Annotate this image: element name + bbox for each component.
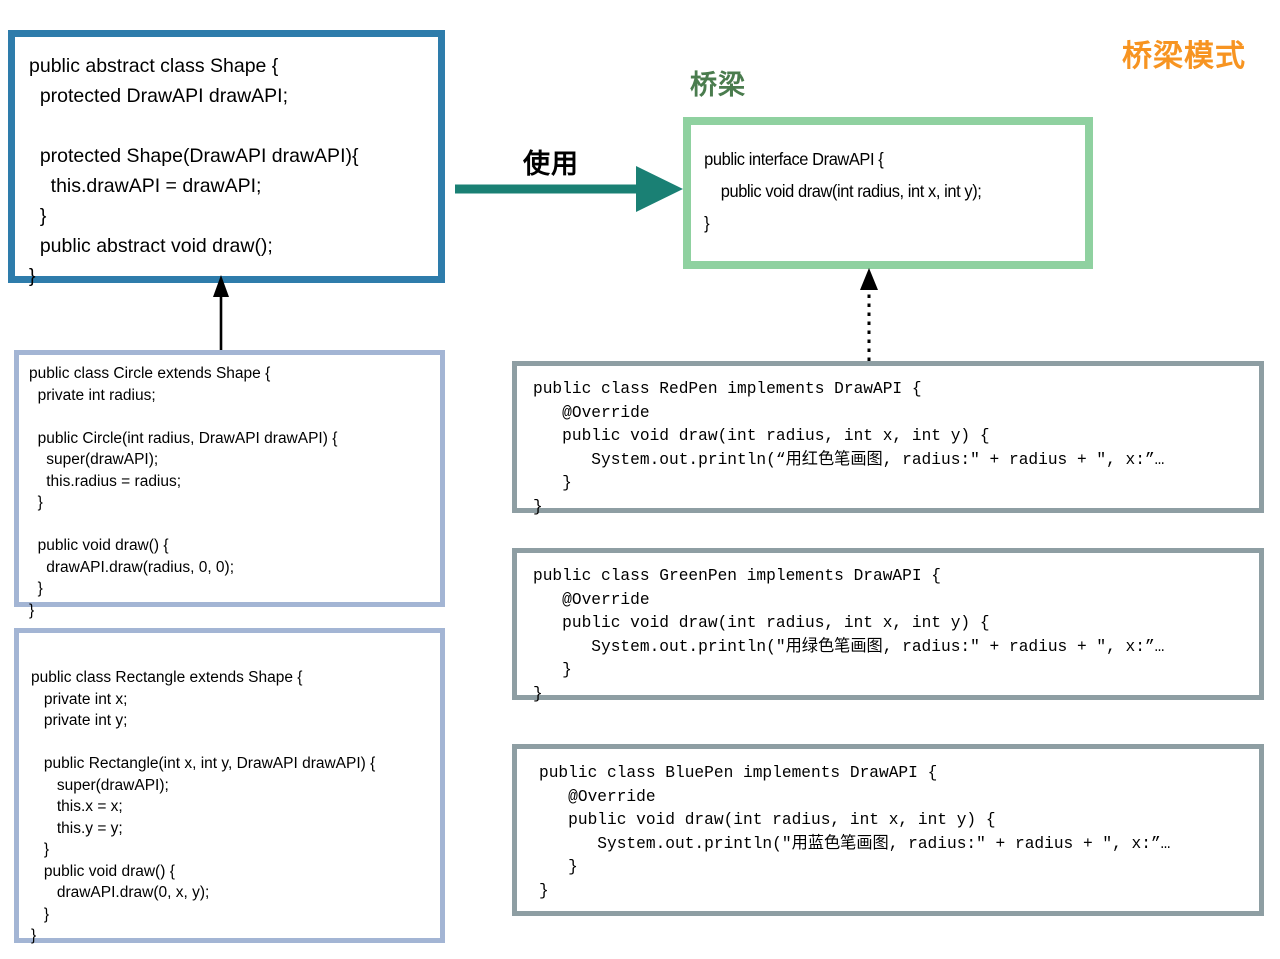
rectangle-class-code: public class Rectangle extends Shape { p… xyxy=(31,669,376,944)
circle-class-code: public class Circle extends Shape { priv… xyxy=(29,365,338,619)
drawapi-interface-code: public interface DrawAPI { public void d… xyxy=(704,149,982,233)
shape-class-code: public abstract class Shape { protected … xyxy=(29,55,359,287)
bridge-annotation-label: 桥梁 xyxy=(690,70,746,100)
greenpen-class-box: public class GreenPen implements DrawAPI… xyxy=(512,548,1264,703)
rectangle-class-box: public class Rectangle extends Shape { p… xyxy=(14,628,445,944)
realization-arrow-pens-to-drawapi xyxy=(860,268,878,361)
bluepen-class-box: public class BluePen implements DrawAPI … xyxy=(512,744,1264,916)
redpen-class-box: public class RedPen implements DrawAPI {… xyxy=(512,361,1264,516)
drawapi-interface-box: public interface DrawAPI { public void d… xyxy=(683,117,1093,269)
redpen-class-code: public class RedPen implements DrawAPI {… xyxy=(533,380,1165,516)
uses-annotation-label: 使用 xyxy=(523,149,579,179)
circle-class-box: public class Circle extends Shape { priv… xyxy=(14,350,445,619)
bluepen-class-code: public class BluePen implements DrawAPI … xyxy=(539,764,1171,900)
shape-class-box: public abstract class Shape { protected … xyxy=(8,30,445,287)
diagram-title: 桥梁模式 xyxy=(1122,40,1246,73)
greenpen-class-code: public class GreenPen implements DrawAPI… xyxy=(533,567,1165,703)
